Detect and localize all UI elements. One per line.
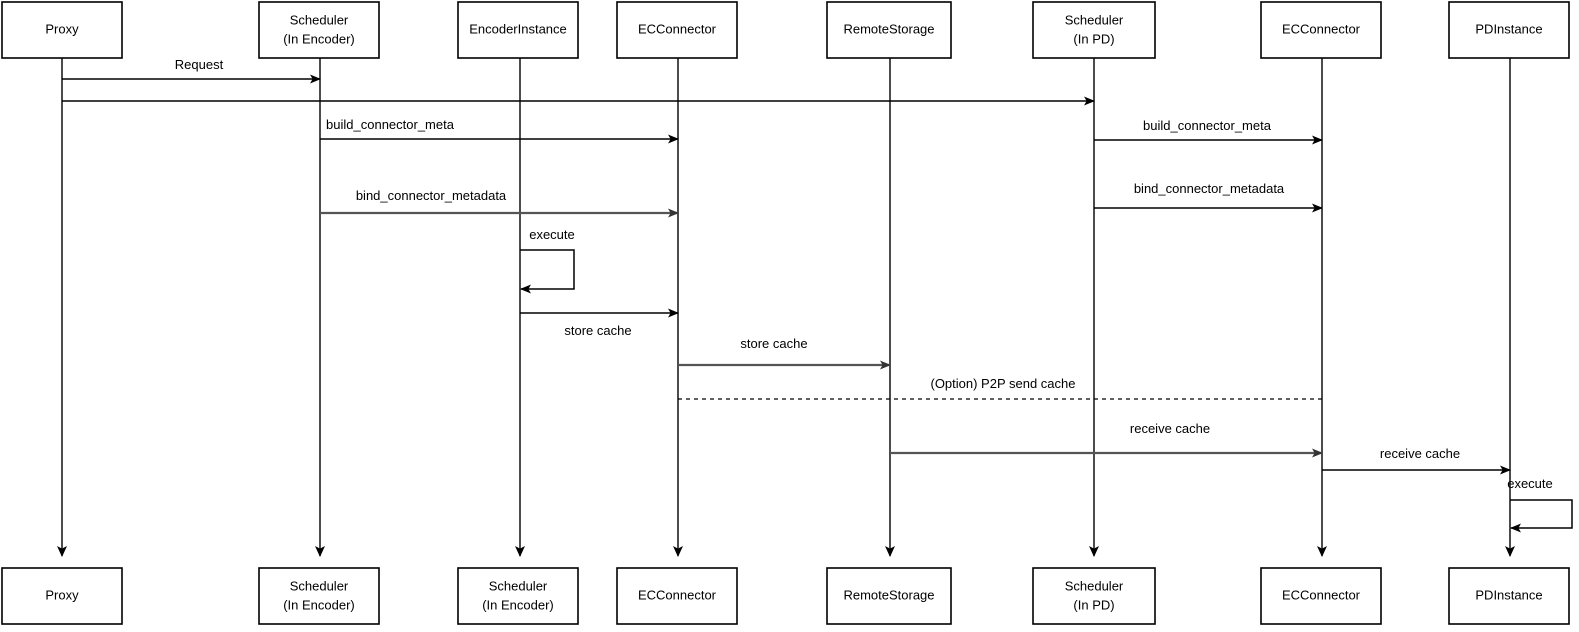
- participant-top-scheduler_enc[interactable]: Scheduler (In Encoder): [258, 1, 380, 59]
- participant-box[interactable]: [1448, 567, 1570, 625]
- message-label: receive cache: [1130, 421, 1210, 436]
- participant-label: RemoteStorage: [843, 21, 934, 36]
- participant-label: Scheduler: [290, 12, 349, 27]
- messages-layer: Request build_connector_meta build_connect…: [62, 57, 1511, 475]
- self-message-path[interactable]: [1510, 499, 1573, 533]
- participant-box[interactable]: [1032, 1, 1156, 59]
- participant-label: ECConnector: [1282, 21, 1361, 36]
- message-label: bind_connector_metadata: [356, 188, 507, 203]
- participant-bottom-encoder_inst[interactable]: Scheduler (In Encoder): [457, 567, 579, 625]
- message-m4[interactable]: build_connector_meta: [1094, 118, 1323, 145]
- self-message-s2[interactable]: execute: [1507, 476, 1573, 533]
- participant-label: PDInstance: [1475, 21, 1542, 36]
- message-label: Request: [175, 57, 224, 72]
- message-m10[interactable]: receive cache: [890, 421, 1323, 458]
- self-messages-layer: execute execute: [520, 227, 1573, 533]
- participant-bottom-proxy[interactable]: Proxy: [1, 567, 123, 625]
- bottom-participant-boxes: Proxy Scheduler (In Encoder) Scheduler (In E…: [1, 567, 1570, 625]
- participant-box[interactable]: [457, 567, 579, 625]
- top-participant-boxes: Proxy Scheduler (In Encoder) EncoderInstanc…: [1, 1, 1570, 59]
- participant-box[interactable]: [826, 1, 952, 59]
- participant-label: Proxy: [45, 587, 79, 602]
- message-label: build_connector_meta: [326, 117, 455, 132]
- participant-sublabel: (In PD): [1073, 31, 1114, 46]
- participant-sublabel: (In Encoder): [283, 597, 355, 612]
- participant-label: RemoteStorage: [843, 587, 934, 602]
- lifelines-layer: [57, 58, 1515, 557]
- message-m6[interactable]: bind_connector_metadata: [1094, 181, 1323, 213]
- participant-sublabel: (In Encoder): [482, 597, 554, 612]
- participant-bottom-ec_connector2[interactable]: ECConnector: [1260, 567, 1382, 625]
- participant-top-scheduler_pd[interactable]: Scheduler (In PD): [1032, 1, 1156, 59]
- participant-bottom-scheduler_pd[interactable]: Scheduler (In PD): [1032, 567, 1156, 625]
- participant-bottom-pd_instance[interactable]: PDInstance: [1448, 567, 1570, 625]
- message-m9[interactable]: (Option) P2P send cache: [678, 376, 1322, 400]
- participant-label: Scheduler: [489, 578, 548, 593]
- message-m5[interactable]: bind_connector_metadata: [320, 188, 679, 218]
- self-message-s1[interactable]: execute: [520, 227, 575, 294]
- message-m7[interactable]: store cache: [520, 308, 679, 338]
- participant-box[interactable]: [1448, 1, 1570, 59]
- message-label: receive cache: [1380, 446, 1460, 461]
- participant-box[interactable]: [1260, 1, 1382, 59]
- participant-box[interactable]: [1260, 567, 1382, 625]
- participant-label: Scheduler: [290, 578, 349, 593]
- participant-sublabel: (In Encoder): [283, 31, 355, 46]
- participant-sublabel: (In PD): [1073, 597, 1114, 612]
- participant-top-ec_connector2[interactable]: ECConnector: [1260, 1, 1382, 59]
- participant-label: EncoderInstance: [469, 21, 567, 36]
- participant-box[interactable]: [457, 1, 579, 59]
- participant-box[interactable]: [1, 567, 123, 625]
- self-message-path[interactable]: [520, 249, 575, 294]
- participant-box[interactable]: [258, 567, 380, 625]
- message-label: bind_connector_metadata: [1134, 181, 1285, 196]
- participant-label: Scheduler: [1065, 578, 1124, 593]
- message-m8[interactable]: store cache: [678, 336, 891, 370]
- message-m1[interactable]: Request: [62, 57, 321, 84]
- participant-bottom-remote_storage[interactable]: RemoteStorage: [826, 567, 952, 625]
- participant-box[interactable]: [258, 1, 380, 59]
- participant-label: ECConnector: [638, 21, 717, 36]
- message-label: store cache: [740, 336, 807, 351]
- participant-top-proxy[interactable]: Proxy: [1, 1, 123, 59]
- participant-bottom-scheduler_enc[interactable]: Scheduler (In Encoder): [258, 567, 380, 625]
- message-label: build_connector_meta: [1143, 118, 1272, 133]
- participant-bottom-ec_connector1[interactable]: ECConnector: [616, 567, 738, 625]
- message-label: store cache: [564, 323, 631, 338]
- participant-box[interactable]: [616, 1, 738, 59]
- participant-label: ECConnector: [1282, 587, 1361, 602]
- self-message-label: execute: [529, 227, 575, 242]
- participant-top-ec_connector1[interactable]: ECConnector: [616, 1, 738, 59]
- participant-box[interactable]: [826, 567, 952, 625]
- participant-box[interactable]: [1032, 567, 1156, 625]
- message-m3[interactable]: build_connector_meta: [320, 117, 679, 144]
- participant-top-encoder_inst[interactable]: EncoderInstance: [457, 1, 579, 59]
- participant-label: Proxy: [45, 21, 79, 36]
- participant-top-pd_instance[interactable]: PDInstance: [1448, 1, 1570, 59]
- participant-label: PDInstance: [1475, 587, 1542, 602]
- participant-box[interactable]: [1, 1, 123, 59]
- message-m11[interactable]: receive cache: [1322, 446, 1511, 475]
- participant-box[interactable]: [616, 567, 738, 625]
- message-label: (Option) P2P send cache: [930, 376, 1075, 391]
- participant-top-remote_storage[interactable]: RemoteStorage: [826, 1, 952, 59]
- self-message-label: execute: [1507, 476, 1553, 491]
- participant-label: Scheduler: [1065, 12, 1124, 27]
- participant-label: ECConnector: [638, 587, 717, 602]
